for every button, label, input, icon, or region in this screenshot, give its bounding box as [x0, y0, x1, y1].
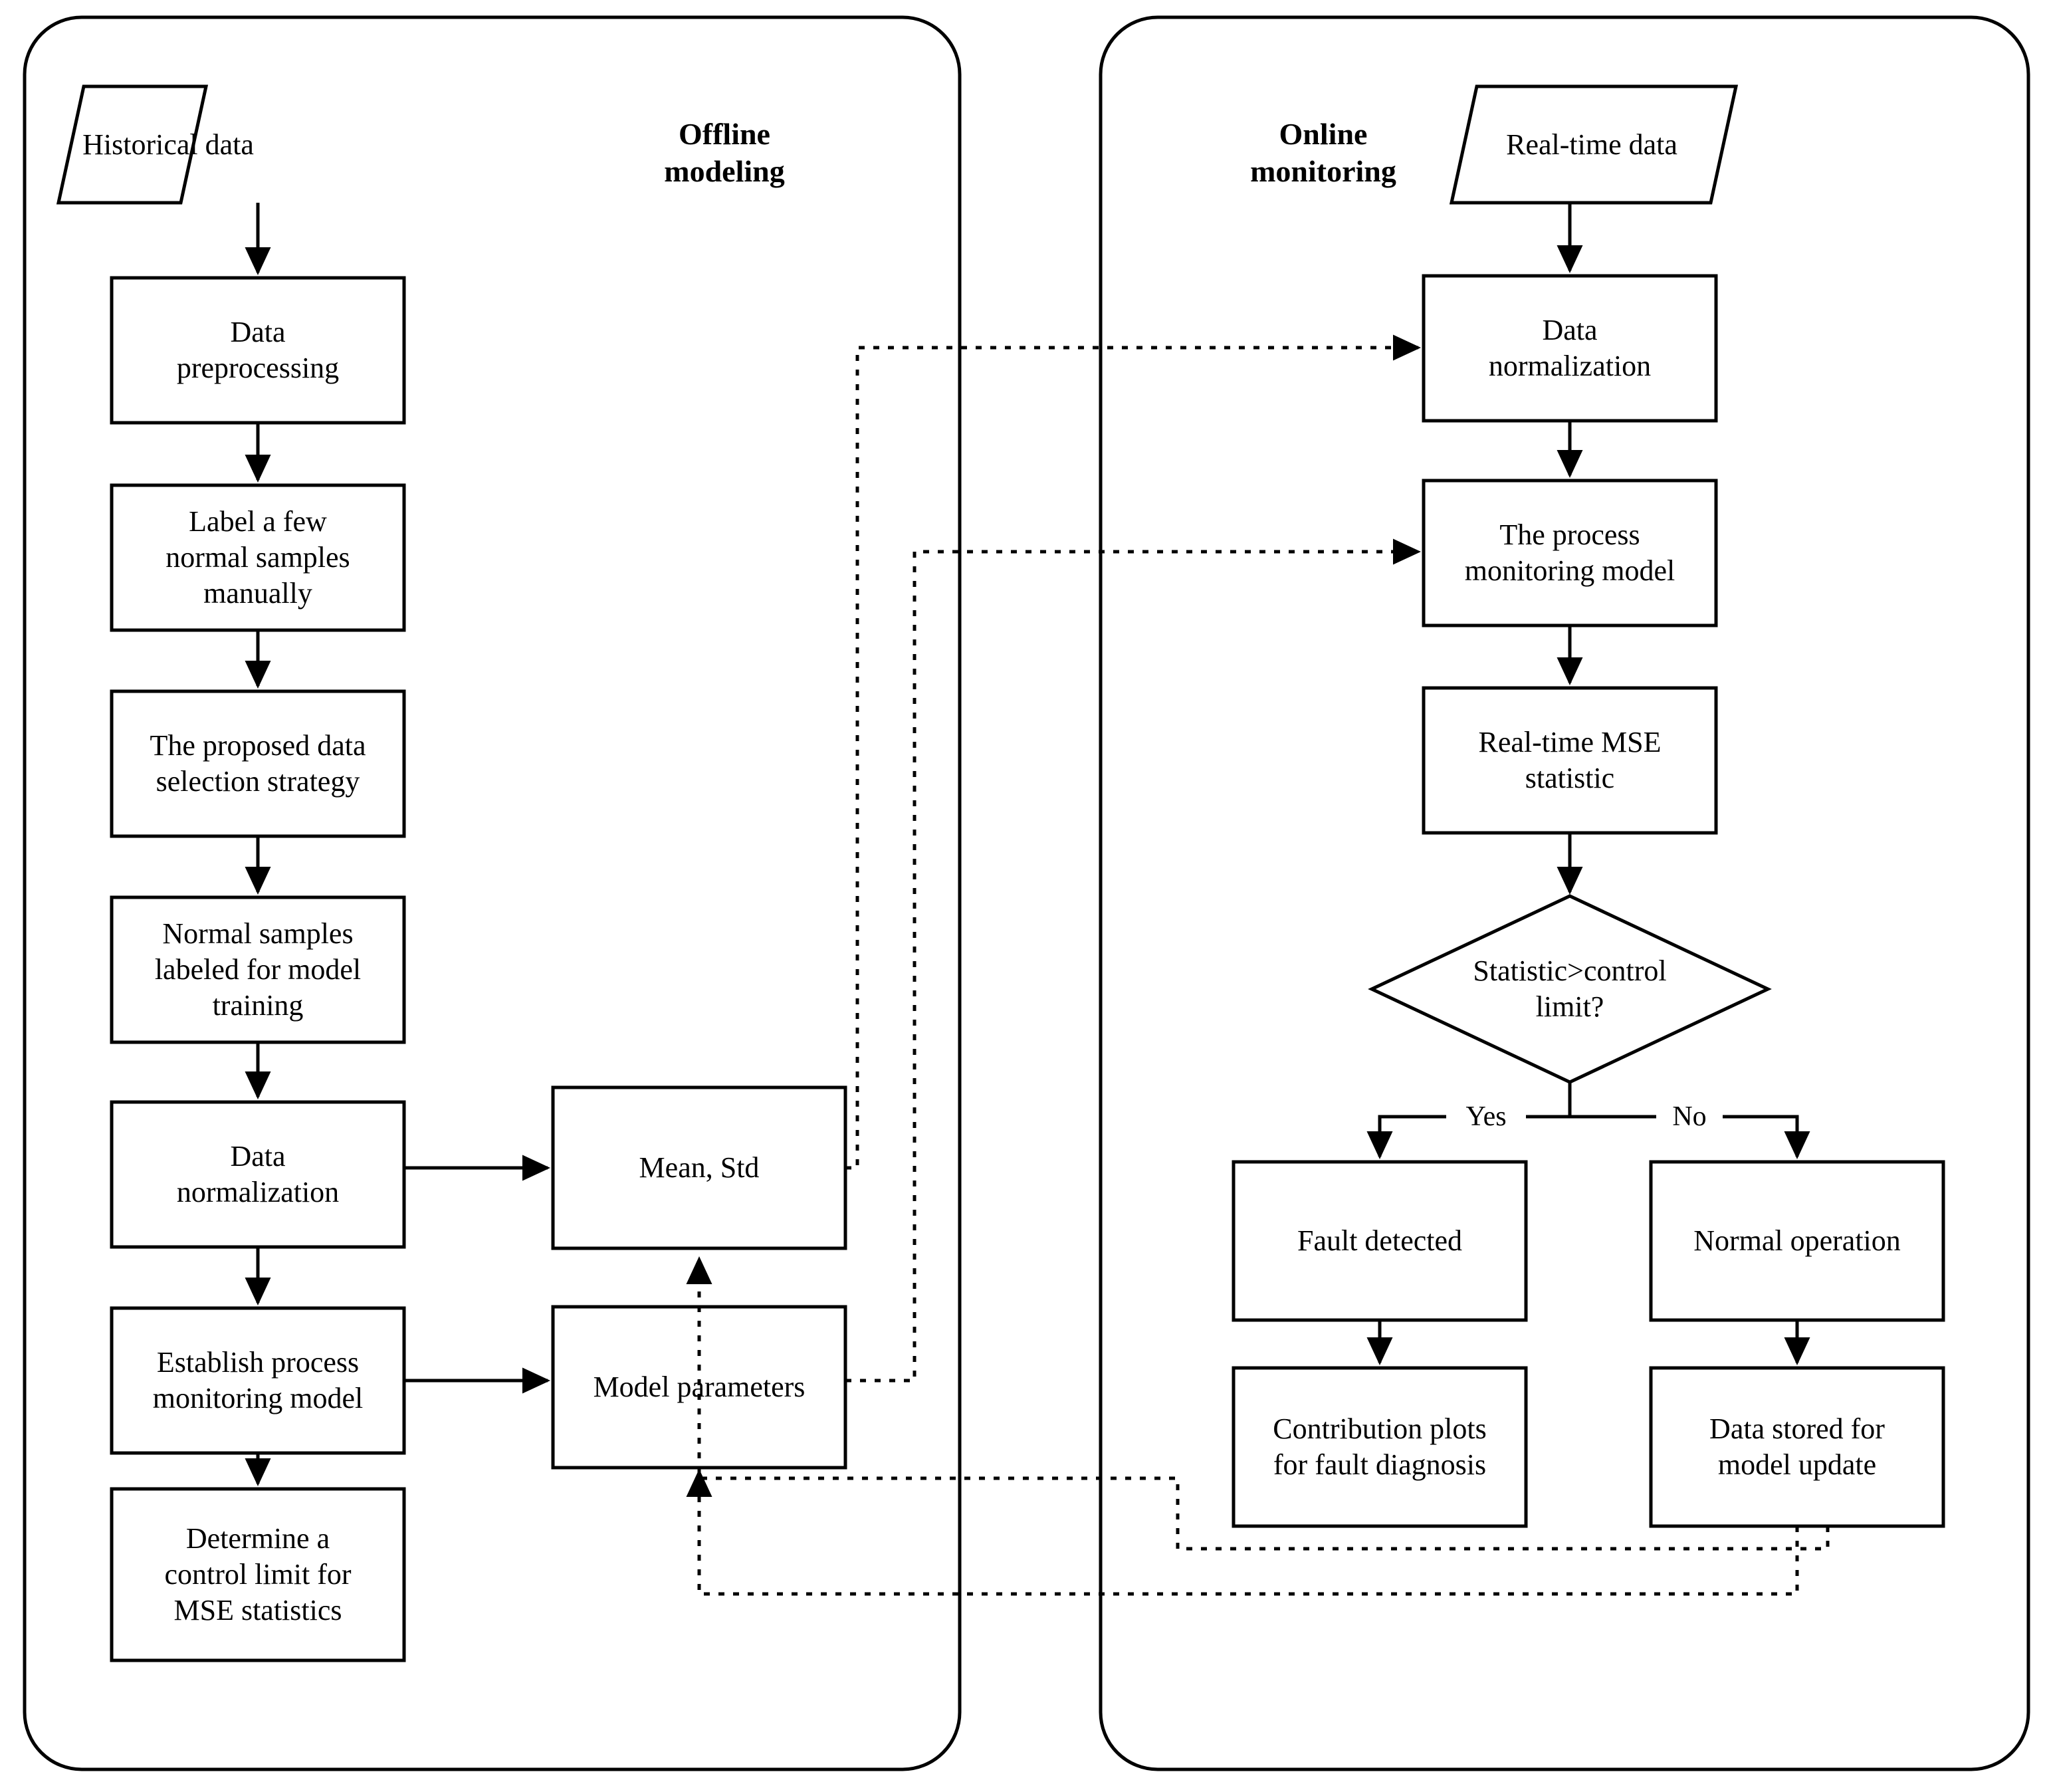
- node-data-selection: [110, 689, 406, 838]
- edge-label-no: No: [1656, 1095, 1723, 1138]
- edge-label-yes-text: Yes: [1465, 1101, 1507, 1132]
- edge-label-yes: Yes: [1446, 1095, 1526, 1138]
- panel-offline-border: [23, 15, 962, 1771]
- node-fault-detected: [1232, 1160, 1528, 1322]
- node-establish-model: [110, 1306, 406, 1455]
- dotted-modelparams-to-process-model: [845, 538, 1422, 1383]
- dotted-meanstd-to-online-normalization: [845, 334, 1422, 1170]
- node-realtime-data: [1449, 84, 1739, 205]
- dotted-datastored-to-meanstd: [686, 1256, 1799, 1596]
- node-realtime-mse: [1422, 686, 1718, 835]
- node-data-stored: [1649, 1366, 1945, 1528]
- node-label-few-normal: [110, 483, 406, 632]
- node-normal-operation: [1649, 1160, 1945, 1322]
- node-decision: [1368, 894, 1772, 1084]
- node-process-model: [1422, 479, 1718, 627]
- panel-title-offline-line2: modeling: [664, 154, 785, 188]
- node-historical-data: [56, 84, 209, 205]
- panel-title-online: Online monitoring: [1214, 100, 1433, 206]
- node-contribution-plots: [1232, 1366, 1528, 1528]
- node-data-preprocessing: [110, 276, 406, 425]
- node-data-normalization-online: [1422, 274, 1718, 423]
- node-mean-std: [551, 1085, 847, 1250]
- dotted-datastored-to-modelparams: [699, 1476, 1830, 1551]
- node-data-normalization-offline: [110, 1100, 406, 1249]
- edge-label-no-text: No: [1672, 1101, 1707, 1132]
- panel-online-border: [1099, 15, 2030, 1771]
- node-normal-samples: [110, 895, 406, 1044]
- panel-title-online-line2: monitoring: [1250, 154, 1396, 188]
- panel-title-offline-line1: Offline: [679, 116, 770, 151]
- node-determine-limit: [110, 1487, 406, 1662]
- panel-title-online-line1: Online: [1279, 116, 1368, 151]
- panel-title-offline: Offline modeling: [618, 100, 831, 206]
